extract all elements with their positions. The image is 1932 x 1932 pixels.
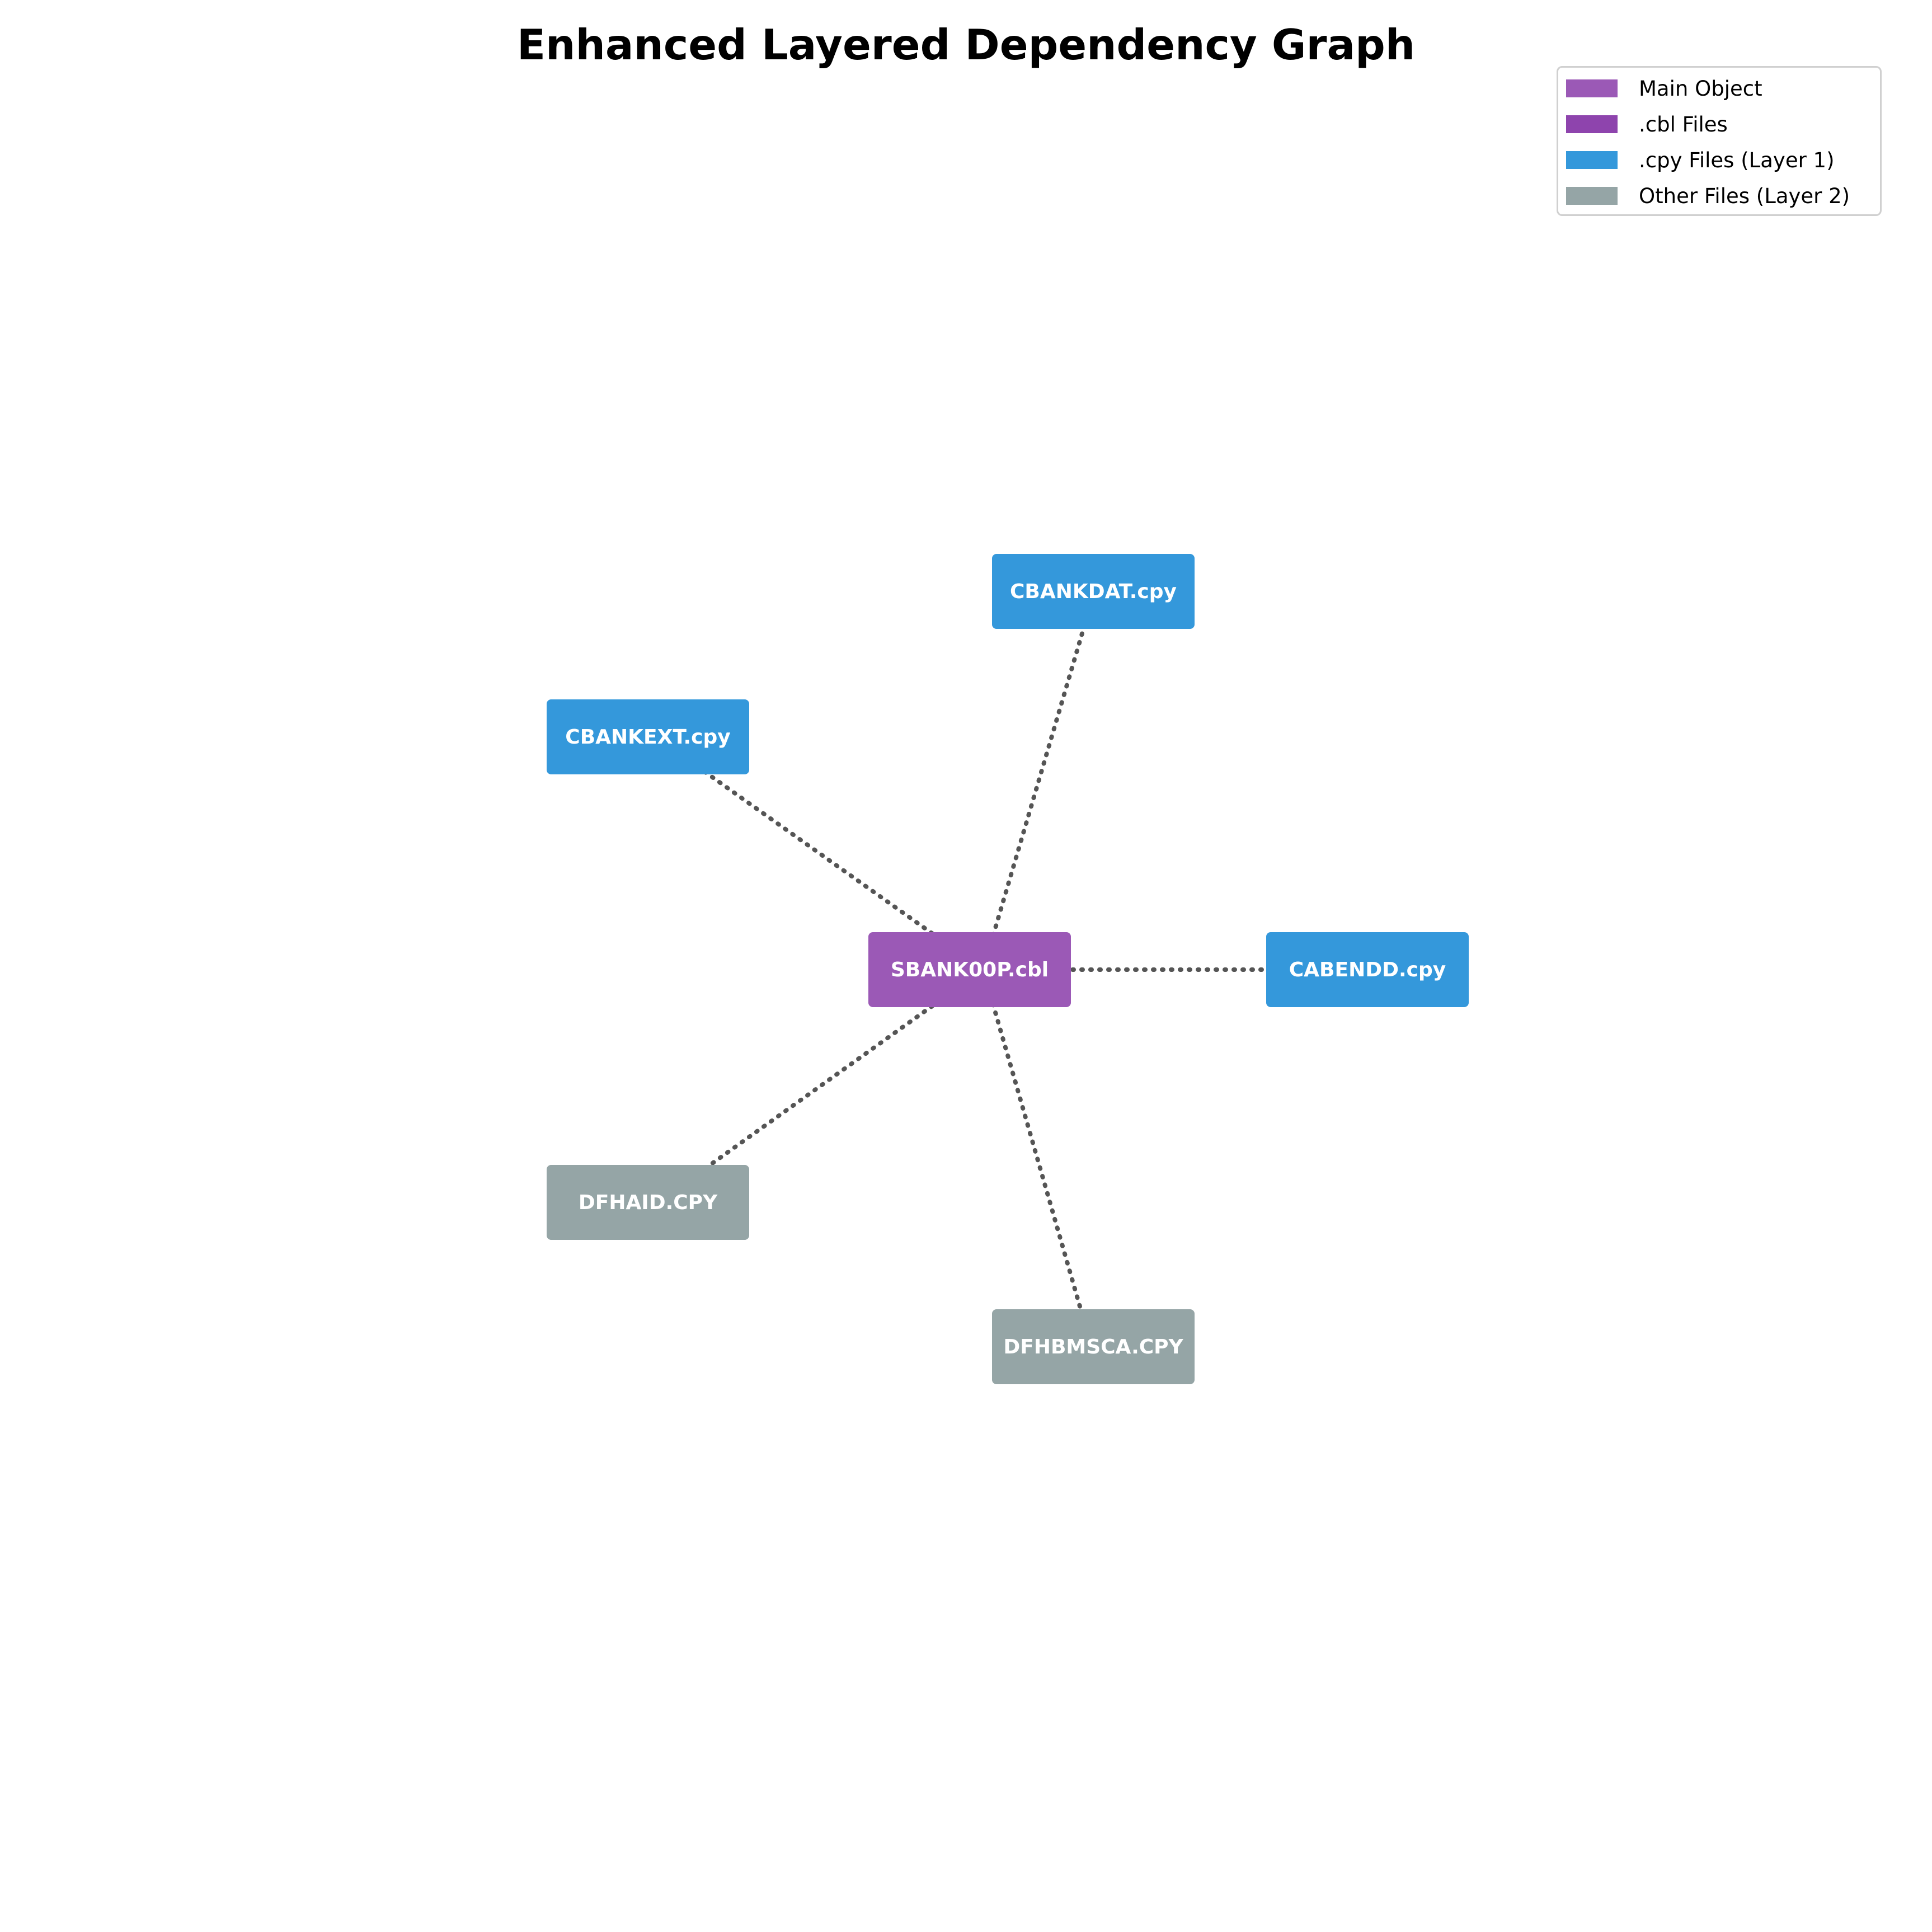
legend-label: Other Files (Layer 2) [1639,184,1850,208]
legend-label: .cpy Files (Layer 1) [1639,148,1835,172]
edge-main-cbankext [656,736,985,972]
legend-item-cbl-files: .cbl Files [1566,110,1728,138]
legend-swatch [1566,115,1618,133]
node-dfhbmsca: DFHBMSCA.CPY [992,1309,1195,1384]
legend-label: .cbl Files [1639,112,1728,137]
legend-item-cpy-files: .cpy Files (Layer 1) [1566,146,1835,174]
legend-item-other-files: Other Files (Layer 2) [1566,182,1850,210]
legend-label: Main Object [1639,76,1762,101]
legend-swatch [1566,187,1618,205]
node-label: SBANK00P.cbl [890,958,1049,981]
node-dfhaid: DFHAID.CPY [547,1165,749,1240]
node-cbankdat: CBANKDAT.cpy [992,554,1195,629]
edge-main-dfhaid [662,967,985,1200]
legend-item-main-object: Main Object [1566,74,1762,102]
node-label: CABENDD.cpy [1289,958,1446,981]
legend-swatch [1566,79,1618,97]
node-label: CBANKEXT.cpy [565,725,731,749]
node-label: DFHAID.CPY [578,1191,718,1214]
node-label: DFHBMSCA.CPY [1003,1335,1183,1358]
node-main-object: SBANK00P.cbl [868,932,1071,1007]
node-cbankext: CBANKEXT.cpy [547,699,749,774]
edge-main-dfhbmsca [981,967,1092,1342]
legend-swatch [1566,151,1618,169]
node-label: CBANKDAT.cpy [1009,580,1177,603]
node-cabendd: CABENDD.cpy [1266,932,1469,1007]
legend: Main Object .cbl Files .cpy Files (Layer… [1557,66,1882,216]
edge-main-cbankdat [981,591,1096,972]
diagram-title: Enhanced Layered Dependency Graph [516,20,1416,69]
